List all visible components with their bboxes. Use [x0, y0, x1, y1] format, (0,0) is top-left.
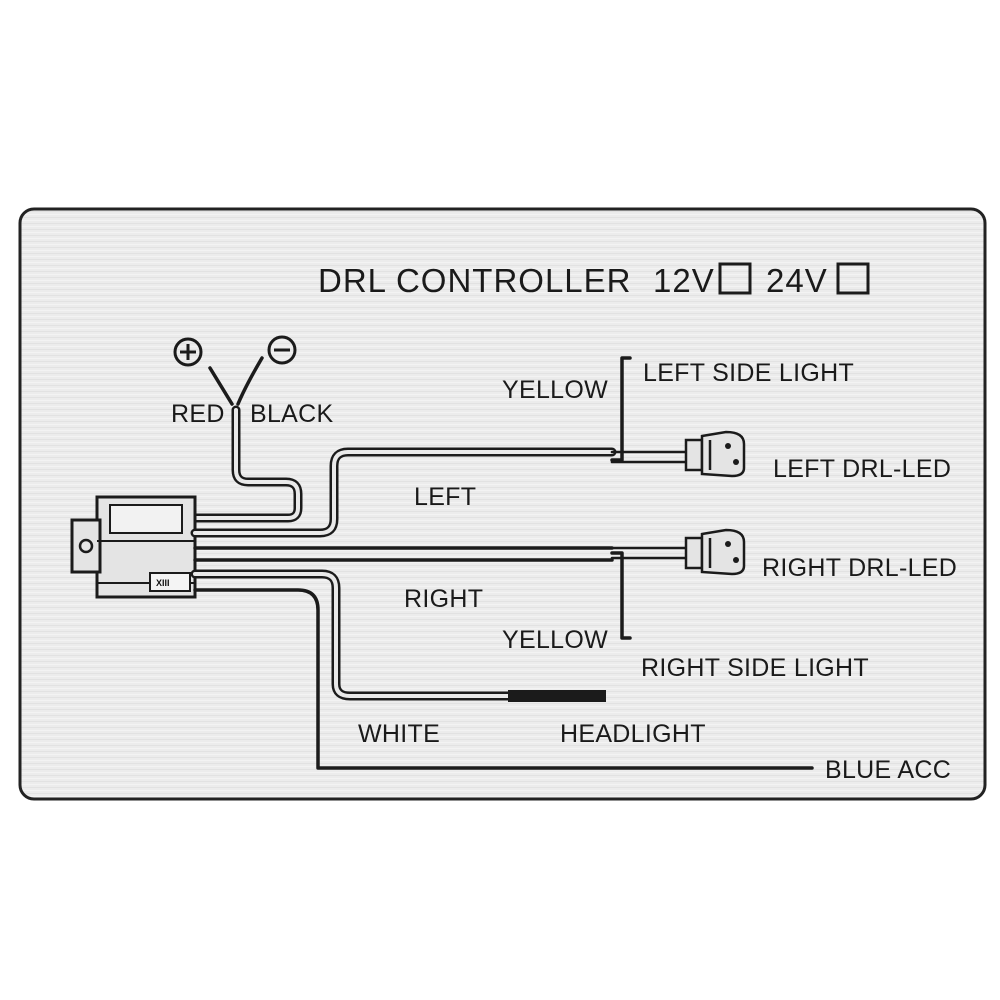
title-text: DRL CONTROLLER [318, 262, 632, 299]
option-12v-label: 12V [653, 262, 715, 299]
left-drl-led-label: LEFT DRL-LED [773, 455, 951, 483]
white-headlight-wire [190, 569, 606, 702]
right-yellow-wire [610, 551, 632, 640]
black-wire-label: BLACK [250, 400, 334, 428]
plus-icon [173, 337, 203, 367]
title-row: DRL CONTROLLER 12V 24V [318, 262, 870, 299]
module-chip [149, 572, 191, 592]
minus-icon [267, 335, 297, 365]
right-drl-led-label: RIGHT DRL-LED [762, 554, 957, 582]
option-12v-checkbox[interactable] [718, 262, 752, 295]
option-24v-checkbox[interactable] [836, 262, 870, 295]
left-side-light-label: LEFT SIDE LIGHT [643, 359, 854, 387]
left-wire [190, 447, 692, 538]
headlight-plug [508, 690, 606, 702]
headlight-label: HEADLIGHT [560, 720, 706, 748]
left-drl-connector [684, 430, 746, 478]
left-yellow-wire [610, 356, 632, 462]
controller-module: XIII [70, 495, 197, 599]
blue-acc-wire [193, 588, 814, 770]
yellow-bottom-label: YELLOW [502, 626, 608, 654]
right-side-light-label: RIGHT SIDE LIGHT [641, 654, 869, 682]
module-chip-label: XIII [156, 578, 170, 588]
right-drl-connector [684, 528, 746, 576]
red-wire-label: RED [171, 400, 225, 428]
power-wires [187, 356, 303, 523]
right-wire-label: RIGHT [404, 585, 483, 613]
right-wire [193, 546, 692, 562]
yellow-top-label: YELLOW [502, 376, 608, 404]
left-wire-label: LEFT [414, 483, 476, 511]
option-24v-label: 24V [766, 262, 828, 299]
blue-acc-label: BLUE ACC [825, 756, 951, 784]
white-wire-label: WHITE [358, 720, 440, 748]
